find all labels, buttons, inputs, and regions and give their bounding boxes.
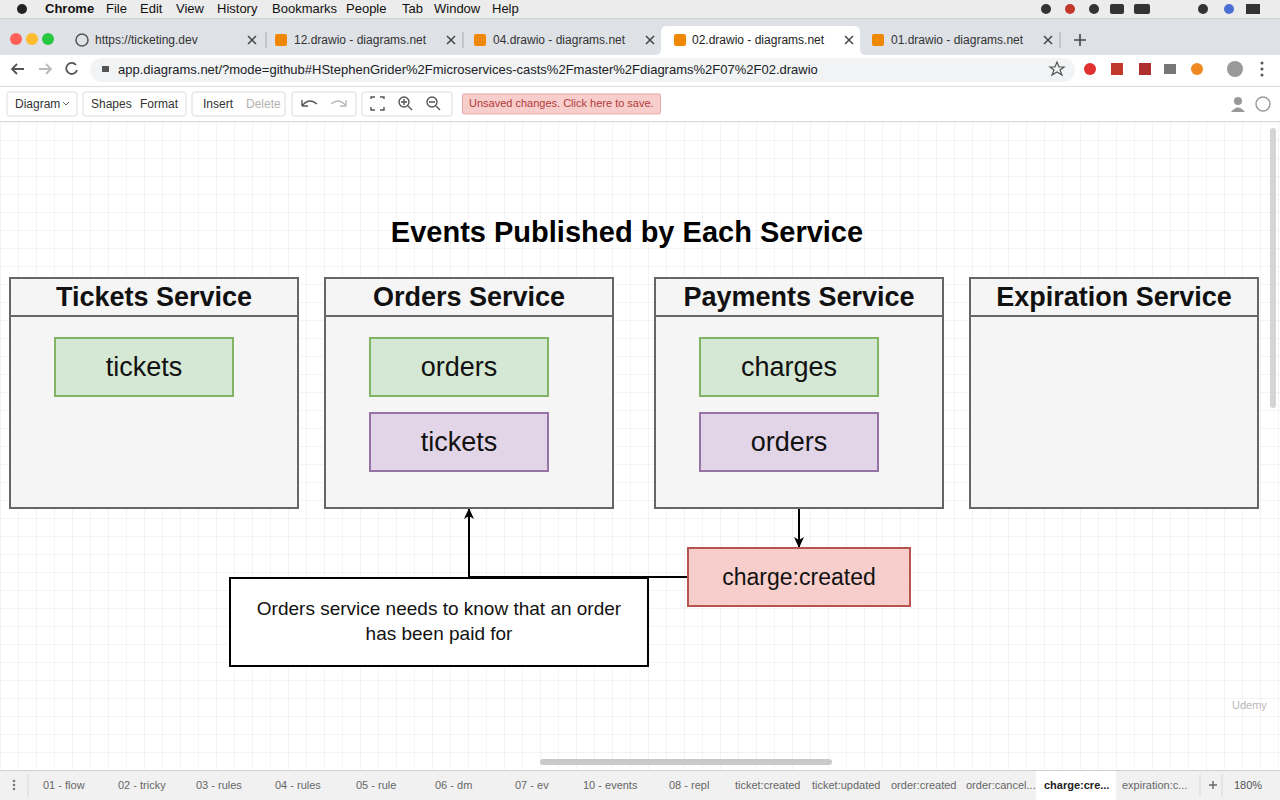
redo-icon bbox=[331, 100, 346, 106]
service-heading: Tickets Service bbox=[11, 279, 297, 317]
menu-app-name: Chrome bbox=[45, 1, 94, 17]
back-icon bbox=[12, 64, 24, 74]
reload-icon bbox=[66, 63, 77, 74]
forward-icon bbox=[39, 64, 51, 74]
page-tab: 03 - rules bbox=[196, 779, 242, 792]
collection-box: orders bbox=[369, 337, 549, 397]
menu-item: People bbox=[346, 1, 386, 17]
bookmark-star bbox=[1050, 62, 1064, 75]
menu-item: History bbox=[217, 1, 257, 17]
menu-item: View bbox=[176, 1, 204, 17]
toolbar-button: Delete bbox=[246, 97, 281, 111]
vertical-scrollbar bbox=[1270, 128, 1276, 408]
page-tab: ticket:created bbox=[735, 779, 800, 792]
page-tab-separators bbox=[28, 774, 1222, 797]
page-tab: 05 - rule bbox=[356, 779, 396, 792]
minimize-light bbox=[26, 33, 38, 45]
tab-title: 12.drawio - diagrams.net bbox=[294, 33, 426, 47]
box-label: charge:created bbox=[722, 564, 875, 591]
new-tab-icon bbox=[1074, 34, 1086, 46]
undo-icon bbox=[302, 100, 317, 106]
page-tab: 01 - flow bbox=[43, 779, 85, 792]
active-page-tab bbox=[1036, 771, 1116, 800]
page-tab: 08 - repl bbox=[669, 779, 709, 792]
globe-favicon bbox=[76, 34, 88, 46]
collection-box: charges bbox=[699, 337, 879, 397]
zoom-level: 180% bbox=[1234, 779, 1262, 792]
user-icon-body bbox=[1231, 108, 1245, 113]
page-tab: order:created bbox=[891, 779, 956, 792]
active-tab bbox=[655, 26, 866, 55]
page-tab: expiration:c... bbox=[1122, 779, 1187, 792]
page-tab: 04 - rules bbox=[275, 779, 321, 792]
tab-title: https://ticketing.dev bbox=[95, 33, 198, 47]
page-tab: 10 - events bbox=[583, 779, 637, 792]
diagram-title: Events Published by Each Service bbox=[391, 216, 863, 249]
url-pill bbox=[90, 58, 1075, 82]
service-heading: Orders Service bbox=[326, 279, 612, 317]
service-heading: Payments Service bbox=[656, 279, 942, 317]
watermark: Udemy bbox=[1232, 699, 1267, 712]
menu-item: Bookmarks bbox=[272, 1, 337, 17]
page-tab: charge:cre... bbox=[1044, 779, 1109, 792]
service-heading: Expiration Service bbox=[971, 279, 1257, 317]
url-text: app.diagrams.net/?mode=github#HStephenGr… bbox=[118, 62, 818, 78]
lock-icon bbox=[102, 66, 109, 72]
box-label: Orders service needs to know that an ord… bbox=[239, 597, 639, 646]
extension-icons bbox=[1084, 61, 1264, 77]
box-label: tickets bbox=[106, 352, 183, 383]
tab-separators bbox=[266, 32, 1060, 48]
menu-item: File bbox=[106, 1, 127, 17]
box-label: tickets bbox=[421, 427, 498, 458]
box-label: orders bbox=[751, 427, 828, 458]
status-icons bbox=[1041, 4, 1260, 14]
close-light bbox=[10, 33, 22, 45]
note-box: Orders service needs to know that an ord… bbox=[229, 577, 649, 667]
menu-item: Tab bbox=[402, 1, 423, 17]
toolbar-button: Insert bbox=[203, 97, 233, 111]
toolbar-button: Shapes bbox=[91, 97, 132, 111]
page-tab: ticket:updated bbox=[812, 779, 881, 792]
zoom-icons bbox=[399, 97, 440, 110]
tab-title: 02.drawio - diagrams.net bbox=[692, 33, 824, 47]
language-icon bbox=[1256, 97, 1270, 111]
event-box: charge:created bbox=[687, 547, 911, 607]
service-box: Orders Service orders tickets bbox=[324, 277, 614, 509]
page-tab: order:cancel... bbox=[966, 779, 1036, 792]
page-tab: 07 - ev bbox=[515, 779, 549, 792]
unsaved-banner: Unsaved changes. Click here to save. bbox=[462, 93, 661, 114]
toolbar-groups bbox=[7, 92, 452, 116]
page-tab: 06 - dm bbox=[435, 779, 472, 792]
replica-box: orders bbox=[699, 412, 879, 472]
zoom-light bbox=[42, 33, 54, 45]
toolbar-button: Diagram bbox=[15, 97, 60, 111]
box-label: charges bbox=[741, 352, 837, 383]
replica-box: tickets bbox=[369, 412, 549, 472]
collection-box: tickets bbox=[54, 337, 234, 397]
user-icon bbox=[1234, 97, 1242, 105]
connector-arrow bbox=[798, 509, 800, 547]
connector-arrow bbox=[469, 509, 687, 577]
tab-title: 01.drawio - diagrams.net bbox=[891, 33, 1023, 47]
menu-item: Window bbox=[434, 1, 480, 17]
toolbar-button: Format bbox=[140, 97, 178, 111]
menu-item: Help bbox=[492, 1, 519, 17]
service-box: Tickets Service tickets bbox=[9, 277, 299, 509]
service-box: Expiration Service bbox=[969, 277, 1259, 509]
menu-item: Edit bbox=[140, 1, 162, 17]
horizontal-scrollbar bbox=[540, 759, 832, 765]
apple-icon bbox=[17, 4, 27, 14]
fit-icon bbox=[371, 97, 384, 110]
tab-title: 04.drawio - diagrams.net bbox=[493, 33, 625, 47]
service-box: Payments Service charges orders bbox=[654, 277, 944, 509]
dropdown-caret bbox=[63, 102, 69, 105]
page-tab: 02 - tricky bbox=[118, 779, 166, 792]
add-page-icon bbox=[1209, 781, 1217, 789]
page-menu-dots bbox=[13, 780, 16, 791]
box-label: orders bbox=[421, 352, 498, 383]
